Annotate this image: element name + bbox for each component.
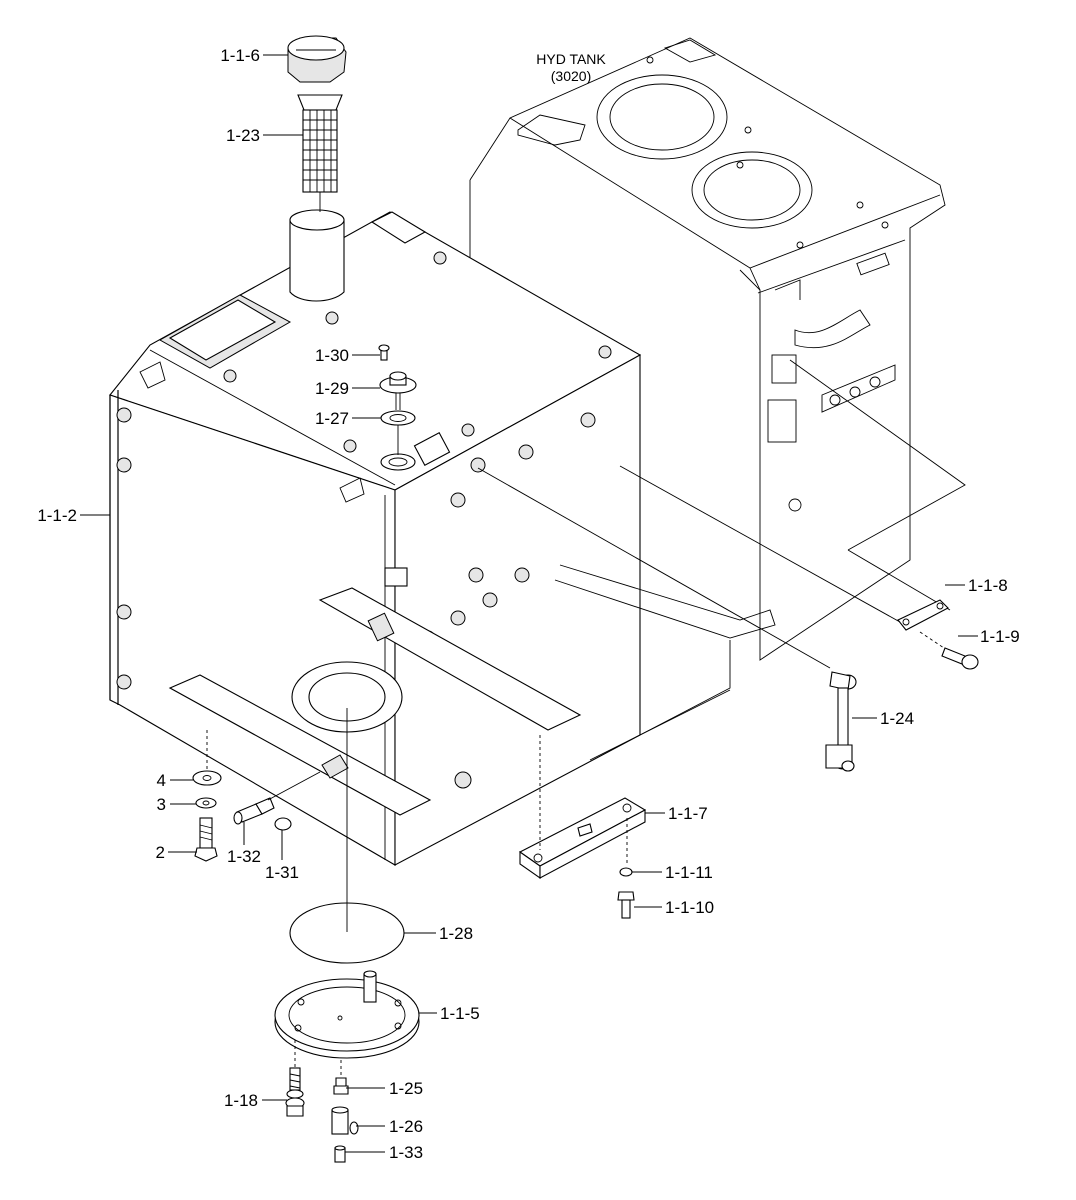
label-1-26: 1-26 (389, 1117, 423, 1136)
label-1-25: 1-25 (389, 1079, 423, 1098)
label-1-1-6: 1-1-6 (220, 46, 260, 65)
label-1-30: 1-30 (315, 346, 349, 365)
bolt-axis (919, 631, 945, 649)
label-1-1-5: 1-1-5 (440, 1004, 480, 1023)
reference-title: HYD TANK (536, 51, 606, 67)
strainer (297, 94, 343, 193)
level-rod (825, 671, 857, 772)
label-1-24: 1-24 (880, 709, 914, 728)
label-1-1-7: 1-1-7 (668, 804, 708, 823)
lower-mount-bracket (518, 797, 647, 880)
label-1-18: 1-18 (224, 1091, 258, 1110)
label-1-1-11: 1-1-11 (665, 863, 713, 882)
label-1-23: 1-23 (226, 126, 260, 145)
cover-bolt (285, 1067, 305, 1117)
fitting-axis (267, 771, 321, 801)
label-1-31: 1-31 (265, 863, 299, 882)
level-gauge-stack (378, 344, 417, 471)
main-tank-body (109, 209, 642, 866)
label-1-1-10: 1-1-10 (665, 898, 714, 917)
label-1-33: 1-33 (389, 1143, 423, 1162)
label-3: 3 (157, 795, 166, 814)
reference-hyd-tank (469, 37, 966, 661)
label-1-32: 1-32 (227, 847, 261, 866)
clamp-plate (897, 599, 949, 631)
drain-plug (334, 1145, 346, 1163)
label-4: 4 (157, 771, 166, 790)
label-1-27: 1-27 (315, 409, 349, 428)
label-1-29: 1-29 (315, 379, 349, 398)
lower-fasteners (192, 770, 222, 862)
rod-axis-line (477, 467, 831, 669)
label-1-28: 1-28 (439, 924, 473, 943)
tank-mount-bracket-outline (554, 564, 776, 761)
bracket-bolt (617, 891, 635, 919)
tank-cover (274, 970, 420, 1059)
drain-elbow (331, 1106, 359, 1135)
plate-axis-line (619, 465, 901, 623)
label-1-1-2: 1-1-2 (37, 506, 77, 525)
clamp-bolt (941, 647, 979, 670)
drain-valve (333, 1077, 349, 1095)
filler-cap (287, 35, 347, 83)
bracket-washer (619, 867, 633, 877)
label-1-1-8: 1-1-8 (968, 576, 1008, 595)
label-1-1-9: 1-1-9 (980, 627, 1020, 646)
leader-lines (80, 54, 978, 1153)
drain-fittings (233, 797, 292, 831)
label-2: 2 (156, 843, 165, 862)
reference-code: (3020) (551, 68, 591, 84)
